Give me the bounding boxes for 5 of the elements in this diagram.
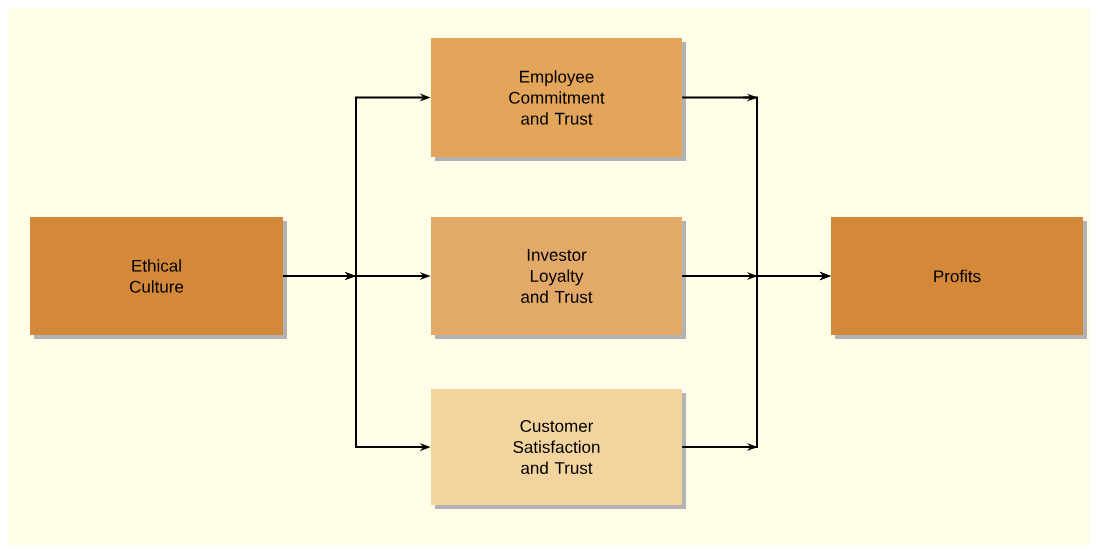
process-box: Customer Satisfaction and Trust [431, 389, 686, 509]
process-box: Employee Commitment and Trust [431, 38, 686, 161]
process-box: Profits [831, 217, 1087, 339]
process-box: Ethical Culture [30, 217, 287, 339]
process-box: Investor Loyalty and Trust [431, 217, 686, 339]
